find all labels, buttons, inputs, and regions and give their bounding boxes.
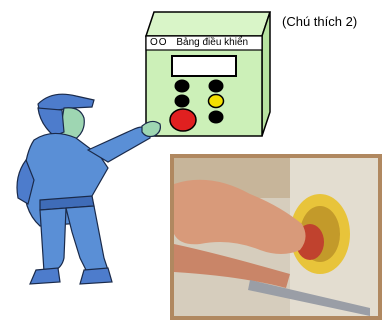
emergency-stop-photo	[170, 154, 382, 320]
control-panel-icon	[146, 12, 270, 136]
panel-button-icon	[175, 95, 190, 108]
control-panel-label-text: Bảng điều khiển	[176, 37, 248, 48]
yellow-lamp-icon	[209, 95, 224, 108]
annotation-note: (Chú thích 2)	[282, 14, 357, 29]
panel-button-icon	[175, 80, 190, 93]
panel-button-icon	[209, 80, 224, 93]
stop-button-icon	[170, 109, 196, 131]
indicator-circles: OO	[150, 37, 168, 48]
panel-button-icon	[209, 111, 224, 124]
worker-figure-icon	[17, 94, 160, 284]
control-panel-label: OO Bảng điều khiển	[146, 36, 262, 50]
